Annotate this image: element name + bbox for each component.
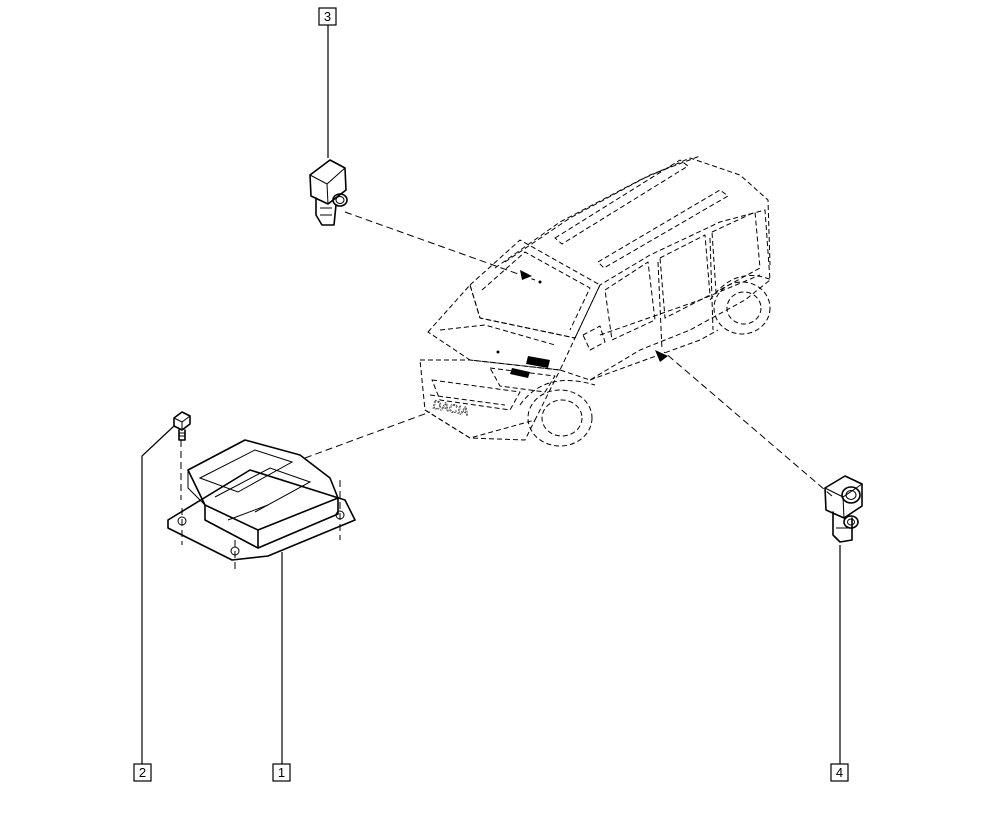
airbag-control-unit (167, 439, 356, 572)
vehicle-outline: DACIA (419, 155, 773, 447)
callout-label-3: 3 (324, 9, 331, 24)
bolt-fastener (173, 411, 191, 441)
leader-lines (141, 25, 841, 764)
callout-1: 1 (272, 763, 291, 782)
location-marker-icon (655, 350, 668, 362)
callout-3: 3 (318, 7, 337, 26)
callout-label-4: 4 (836, 765, 843, 780)
location-lines (304, 211, 833, 497)
vehicle-badge: DACIA (431, 397, 470, 418)
impact-sensor-side (824, 475, 863, 543)
location-marker-icon (526, 356, 550, 368)
callout-label-1: 1 (278, 765, 285, 780)
callout-label-2: 2 (139, 765, 146, 780)
location-marker-icon (510, 368, 530, 378)
location-marker-icon (520, 270, 532, 280)
impact-sensor-upper (309, 159, 348, 226)
callout-2: 2 (133, 763, 152, 782)
callout-4: 4 (830, 763, 849, 782)
